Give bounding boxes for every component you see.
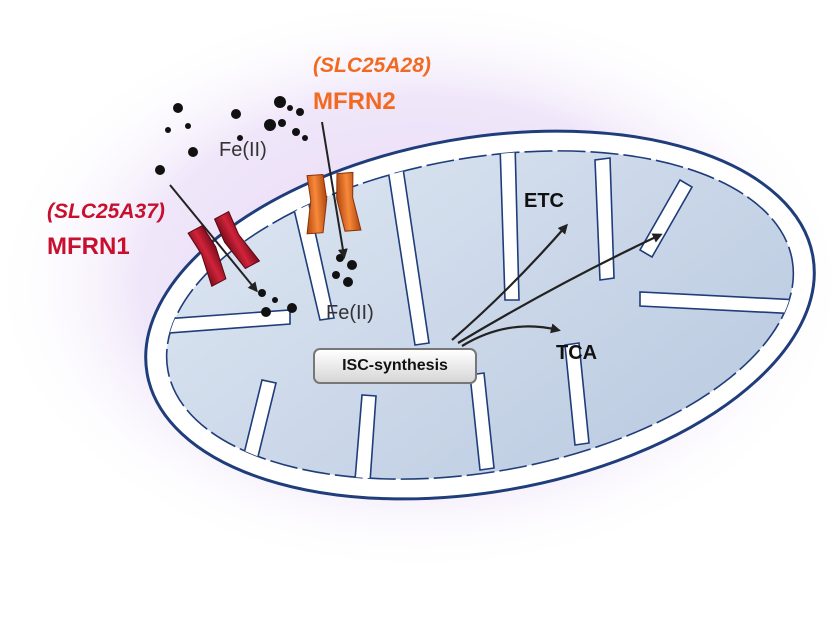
- arrow-to-right: [457, 233, 663, 344]
- mfrn1-transporter: [187, 210, 261, 288]
- iron-inside-label: Fe(II): [326, 302, 374, 324]
- iron-particles-inside: [258, 254, 357, 317]
- etc-label: ETC: [524, 190, 564, 212]
- mfrn2-protein-label: MFRN2: [313, 88, 396, 115]
- mfrn1-protein-label: MFRN1: [47, 233, 130, 260]
- crista: [594, 157, 615, 281]
- arrow-to-etc: [451, 223, 568, 341]
- tca-label: TCA: [556, 342, 598, 364]
- isc-synthesis-box: ISC-synthesis: [313, 348, 477, 384]
- arrow-to-tca: [461, 323, 561, 347]
- crista: [469, 372, 495, 471]
- crista: [564, 342, 590, 446]
- mfrn1-gene-label: (SLC25A37): [47, 200, 165, 223]
- iron-outside-label: Fe(II): [219, 139, 267, 161]
- iron-import-arrow-1: [169, 184, 258, 293]
- mfrn2-gene-label: (SLC25A28): [313, 54, 431, 77]
- mfrn2-transporter: [306, 171, 362, 235]
- iron-particles-outside: [155, 96, 308, 175]
- iron-import-arrow-2: [321, 121, 348, 259]
